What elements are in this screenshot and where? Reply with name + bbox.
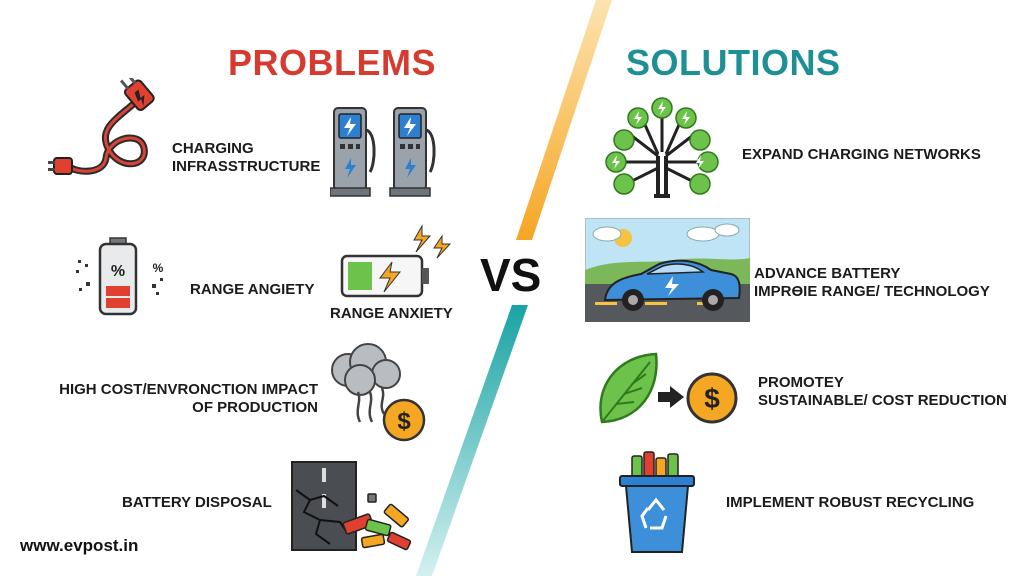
- charging-network-tree-icon: [605, 97, 719, 198]
- problem-disposal-label: BATTERY DISPOSAL: [122, 494, 272, 511]
- solution-dollar-symbol: $: [704, 383, 720, 414]
- discarded-batteries-icon: [342, 493, 412, 551]
- battery-percent-icon: % %: [76, 237, 164, 316]
- problems-heading: PROBLEMS: [228, 42, 437, 83]
- storm-cloud-icon: [331, 343, 401, 423]
- problem-cost-label: HIGH COST/ENVRONCTION IMPACT OF PRODUCTI…: [50, 381, 318, 417]
- solutions-heading: SOLUTIONS: [626, 42, 841, 83]
- problem-charging-line2: INFRASSTRUCTURE: [172, 158, 321, 175]
- problem-charging-label: CHARGING INFRASSTRUCTURE: [172, 140, 320, 176]
- website-url[interactable]: www.evpost.in: [20, 536, 139, 555]
- problem-cost-line2: OF PRODUCTION: [192, 399, 318, 416]
- low-battery-icon: [340, 224, 452, 298]
- cracked-road-icon: [291, 461, 357, 551]
- dollar-coin-icon: $: [382, 398, 426, 442]
- solution-expand-label: EXPAND CHARGING NETWORKS: [742, 146, 981, 163]
- problem-charging-line1: CHARGING: [172, 140, 254, 157]
- arrow-right-icon: [658, 386, 684, 408]
- leaf-icon: [599, 352, 658, 424]
- divider-bottom-stroke: [416, 305, 528, 576]
- battery-percent-text-small: %: [153, 261, 164, 275]
- solution-promote-line2: SUSTAINABLE/ COST REDUCTION: [758, 392, 1007, 409]
- range-anxiety-caption: RANGE ANXIETY: [330, 305, 453, 322]
- charging-station-icon: [330, 107, 436, 197]
- solution-battery-line1: ADVANCE BATTERY: [754, 265, 901, 282]
- solution-recycling-label: IMPLEMENT ROBUST RECYCLING: [726, 494, 975, 511]
- problem-cost-line1: HIGH COST/ENVRONCTION IMPACT: [59, 381, 318, 398]
- vs-label: VS: [480, 249, 542, 301]
- electric-car-scene-icon: [585, 218, 750, 322]
- solution-promote-label: PROMOTEY SUSTAINABLE/ COST REDUCTION: [758, 374, 1007, 410]
- solution-dollar-coin-icon: $: [686, 372, 738, 424]
- solution-battery-label: ADVANCE BATTERY IMPRϴIE RANGE/ TECHNOLOG…: [754, 265, 990, 301]
- solution-promote-line1: PROMOTEY: [758, 374, 844, 391]
- problem-range-label: RANGE ANGIETY: [190, 281, 315, 298]
- dollar-symbol: $: [397, 408, 411, 435]
- divider-top-stroke: [516, 0, 612, 240]
- battery-percent-text: %: [111, 263, 125, 280]
- solution-battery-line2: IMPRϴIE RANGE/ TECHNOLOGY: [754, 283, 990, 300]
- recycling-bin-icon: [619, 451, 695, 553]
- plug-cable-icon: [48, 78, 155, 175]
